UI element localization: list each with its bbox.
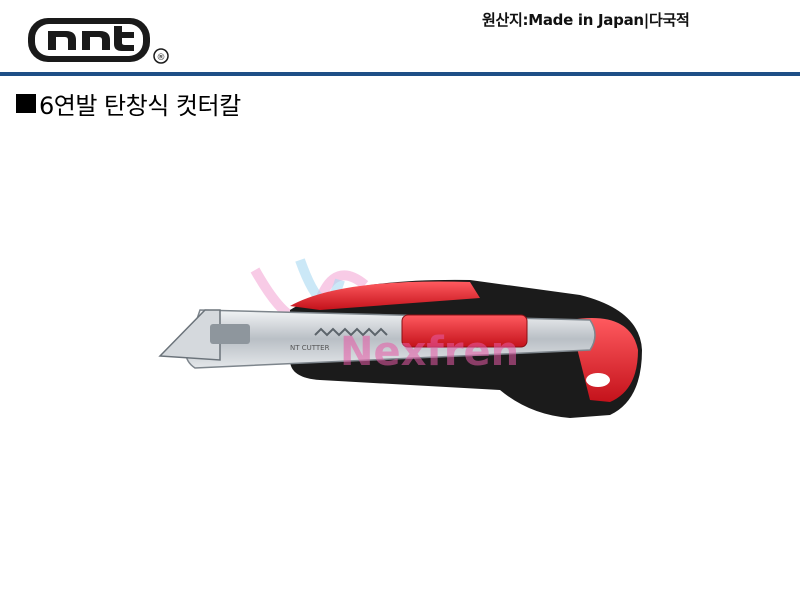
utility-cutter-knife-icon: NT CUTTER Nexfren (158, 258, 642, 418)
nt-cutter-logo-icon: ® (28, 18, 169, 64)
product-title-row: 6연발 탄창식 컷터칼 (16, 86, 241, 121)
red-grip-top (290, 281, 480, 310)
blade-label: NT CUTTER (290, 344, 330, 352)
product-title: 6연발 탄창식 컷터칼 (39, 92, 241, 120)
bullet-square-icon (16, 94, 36, 113)
origin-text: 원산지:Made in Japan|다국적 (482, 11, 690, 29)
watermark-text: Nexfren (340, 329, 519, 375)
ratchet-teeth (314, 327, 388, 337)
registered-mark: ® (157, 53, 166, 63)
header-divider (0, 72, 800, 76)
blade (158, 309, 221, 361)
red-slider-button (401, 314, 528, 348)
lanyard-hole (586, 373, 610, 387)
